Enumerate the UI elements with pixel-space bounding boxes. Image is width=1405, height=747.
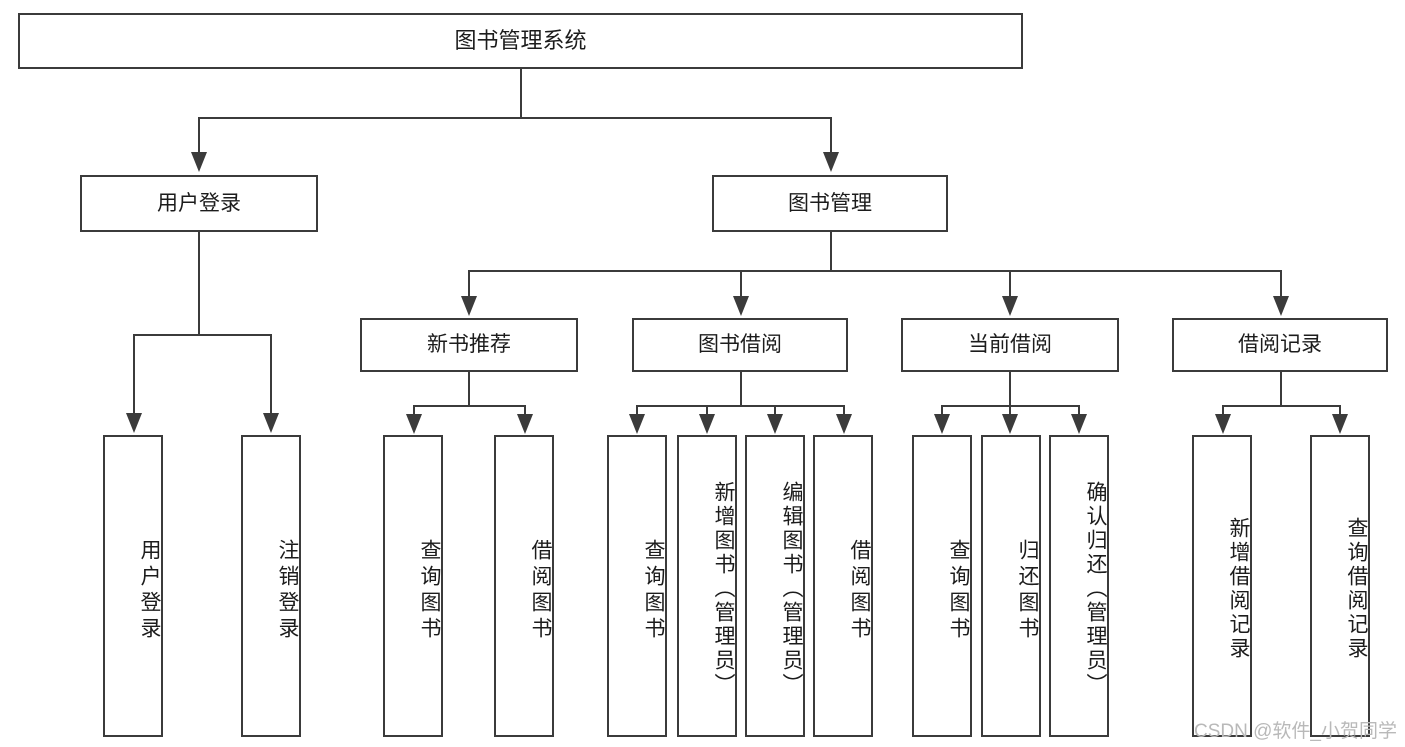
connector-root-bus bbox=[198, 117, 832, 119]
node-label: 确认归还（管理员） bbox=[1084, 481, 1107, 697]
connector-book-borrow-to-leaf-2 bbox=[706, 405, 708, 417]
connector-book-borrow-stem bbox=[740, 372, 742, 406]
arrow-book-manage-to-current bbox=[1002, 296, 1018, 316]
node-label: 新书推荐 bbox=[427, 333, 511, 357]
leaf-edit-book-admin[interactable]: 编辑图书（管理员） bbox=[745, 435, 805, 737]
node-label: 图书管理系统 bbox=[454, 27, 587, 53]
node-label: 编辑图书（管理员） bbox=[780, 481, 803, 697]
connector-current-borrow-to-leaf-2 bbox=[1009, 405, 1011, 417]
connector-book-manage-to-current bbox=[1009, 270, 1011, 298]
arrow-root-to-book-manage bbox=[823, 152, 839, 172]
leaf-query-borrow-record[interactable]: 查询借阅记录 bbox=[1310, 435, 1370, 737]
node-label: 图书借阅 bbox=[698, 333, 782, 357]
arrow-borrow-record-to-leaf-1 bbox=[1215, 414, 1231, 434]
leaf-add-book-admin[interactable]: 新增图书（管理员） bbox=[677, 435, 737, 737]
node-label: 用户登录 bbox=[157, 191, 241, 215]
arrow-root-to-user-login bbox=[191, 152, 207, 172]
node-book-management[interactable]: 图书管理 bbox=[712, 175, 948, 232]
arrow-new-book-to-leaf-2 bbox=[517, 414, 533, 434]
connector-user-login-to-leaf-1 bbox=[133, 334, 135, 416]
arrow-current-borrow-to-leaf-2 bbox=[1002, 414, 1018, 434]
leaf-query-book-newbook[interactable]: 查询图书 bbox=[383, 435, 443, 737]
node-label: 注销登录 bbox=[276, 539, 299, 643]
leaf-query-book-borrow[interactable]: 查询图书 bbox=[607, 435, 667, 737]
connector-root-to-book-manage bbox=[830, 117, 832, 155]
leaf-add-borrow-record[interactable]: 新增借阅记录 bbox=[1192, 435, 1252, 737]
node-label: 归还图书 bbox=[1016, 539, 1039, 643]
node-label: 借阅记录 bbox=[1238, 333, 1322, 357]
connector-new-book-stem bbox=[468, 372, 470, 406]
connector-user-login-bus bbox=[133, 334, 270, 336]
connector-book-manage-to-record bbox=[1280, 270, 1282, 298]
arrow-user-login-to-leaf-1 bbox=[126, 413, 142, 433]
connector-borrow-record-bus bbox=[1222, 405, 1339, 407]
arrow-book-borrow-to-leaf-4 bbox=[836, 414, 852, 434]
arrow-book-manage-to-new-book bbox=[461, 296, 477, 316]
leaf-borrow-book-newbook[interactable]: 借阅图书 bbox=[494, 435, 554, 737]
leaf-borrow-book-borrow[interactable]: 借阅图书 bbox=[813, 435, 873, 737]
node-label: 当前借阅 bbox=[968, 333, 1052, 357]
node-label: 用户登录 bbox=[138, 539, 161, 643]
watermark: CSDN @软件_小贺同学 bbox=[1194, 721, 1397, 742]
connector-borrow-record-to-leaf-1 bbox=[1222, 405, 1224, 417]
arrow-book-borrow-to-leaf-3 bbox=[767, 414, 783, 434]
node-label: 图书管理 bbox=[788, 191, 872, 215]
connector-book-manage-bus bbox=[468, 270, 1280, 272]
node-label: 借阅图书 bbox=[529, 539, 552, 643]
connector-current-borrow-to-leaf-3 bbox=[1078, 405, 1080, 417]
arrow-user-login-to-leaf-2 bbox=[263, 413, 279, 433]
node-book-borrow[interactable]: 图书借阅 bbox=[632, 318, 848, 372]
connector-new-book-to-leaf-1 bbox=[413, 405, 415, 417]
node-user-login[interactable]: 用户登录 bbox=[80, 175, 318, 232]
node-label: 新增图书（管理员） bbox=[712, 481, 735, 697]
connector-borrow-record-stem bbox=[1280, 372, 1282, 406]
connector-book-borrow-to-leaf-4 bbox=[843, 405, 845, 417]
connector-current-borrow-to-leaf-1 bbox=[941, 405, 943, 417]
arrow-book-manage-to-record bbox=[1273, 296, 1289, 316]
connector-new-book-to-leaf-2 bbox=[524, 405, 526, 417]
node-label: 新增借阅记录 bbox=[1227, 517, 1250, 661]
arrow-book-borrow-to-leaf-1 bbox=[629, 414, 645, 434]
connector-book-borrow-to-leaf-3 bbox=[774, 405, 776, 417]
connector-user-login-to-leaf-2 bbox=[270, 334, 272, 416]
node-label: 查询图书 bbox=[947, 539, 970, 643]
node-label: 查询借阅记录 bbox=[1345, 517, 1368, 661]
arrow-current-borrow-to-leaf-3 bbox=[1071, 414, 1087, 434]
leaf-return-book[interactable]: 归还图书 bbox=[981, 435, 1041, 737]
arrow-current-borrow-to-leaf-1 bbox=[934, 414, 950, 434]
node-label: 借阅图书 bbox=[848, 539, 871, 643]
leaf-confirm-return-admin[interactable]: 确认归还（管理员） bbox=[1049, 435, 1109, 737]
node-borrow-record[interactable]: 借阅记录 bbox=[1172, 318, 1388, 372]
connector-root-to-user-login bbox=[198, 117, 200, 155]
connector-new-book-bus bbox=[413, 405, 524, 407]
connector-borrow-record-to-leaf-2 bbox=[1339, 405, 1341, 417]
connector-current-borrow-stem bbox=[1009, 372, 1011, 406]
connector-book-manage-stem bbox=[830, 232, 832, 271]
node-label: 查询图书 bbox=[418, 539, 441, 643]
node-current-borrow[interactable]: 当前借阅 bbox=[901, 318, 1119, 372]
node-root-library-system[interactable]: 图书管理系统 bbox=[18, 13, 1023, 69]
connector-user-login-stem bbox=[198, 232, 200, 335]
node-label: 查询图书 bbox=[642, 539, 665, 643]
connector-book-manage-to-borrow bbox=[740, 270, 742, 298]
leaf-query-book-current[interactable]: 查询图书 bbox=[912, 435, 972, 737]
node-new-book-recommend[interactable]: 新书推荐 bbox=[360, 318, 578, 372]
connector-root-stem bbox=[520, 69, 522, 118]
connector-book-manage-to-new-book bbox=[468, 270, 470, 298]
connector-book-borrow-bus bbox=[636, 405, 843, 407]
arrow-book-manage-to-borrow bbox=[733, 296, 749, 316]
connector-book-borrow-to-leaf-1 bbox=[636, 405, 638, 417]
leaf-user-login[interactable]: 用户登录 bbox=[103, 435, 163, 737]
leaf-logout[interactable]: 注销登录 bbox=[241, 435, 301, 737]
arrow-new-book-to-leaf-1 bbox=[406, 414, 422, 434]
arrow-borrow-record-to-leaf-2 bbox=[1332, 414, 1348, 434]
arrow-book-borrow-to-leaf-2 bbox=[699, 414, 715, 434]
